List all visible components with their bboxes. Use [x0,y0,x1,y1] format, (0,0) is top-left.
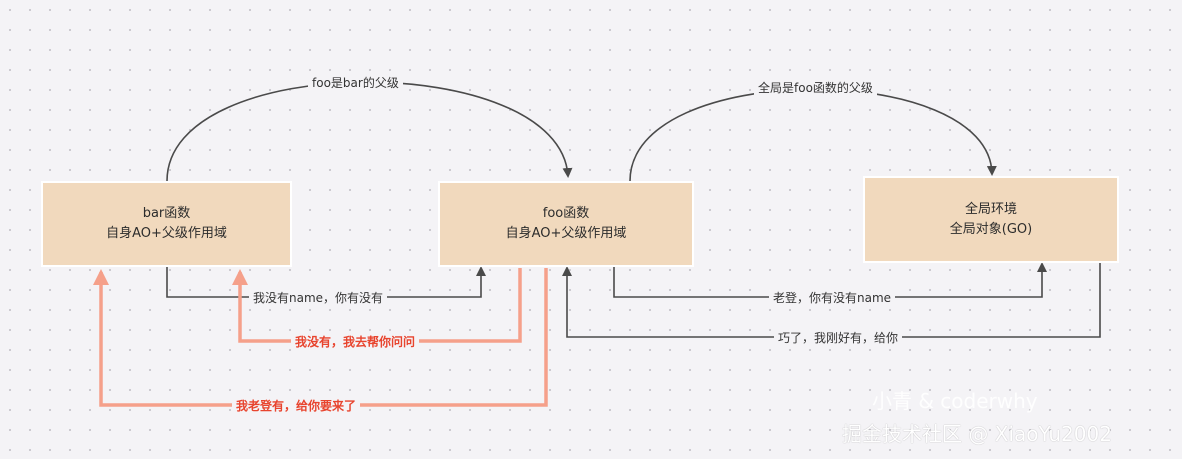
watermark-site: 掘金技术社区 @ XiaoYu2002 [842,422,1112,446]
foo-node-title: foo函数 [542,206,590,221]
label-global-parent-of-foo: 全局是foo函数的父级 [754,79,877,97]
label-foo-ask-global: 老登，你有没有name [769,289,896,307]
edge-foo-parent-of-bar [166,81,573,182]
bar-node: bar函数 自身AO+父级作用域 [41,181,292,267]
edge-global-parent-of-foo [629,88,997,182]
label-foo-give-bar: 我老登有，给你要来了 [232,397,361,415]
watermark-author: 小青 & coderwhy [872,389,1038,413]
bar-node-subtitle: 自身AO+父级作用域 [106,226,227,241]
label-global-reply-foo: 巧了，我刚好有，给你 [774,329,903,347]
label-bar-ask-foo: 我没有name，你有没有 [249,289,388,307]
foo-node-subtitle: 自身AO+父级作用域 [505,226,627,241]
foo-node: foo函数 自身AO+父级作用域 [438,181,694,267]
bar-node-title: bar函数 [142,206,191,221]
global-node-title: 全局环境 [964,201,1017,217]
label-foo-parent-of-bar: foo是bar的父级 [308,74,403,92]
label-foo-reply-bar: 我没有，我去帮你问问 [291,333,420,351]
global-node: 全局环境 全局对象(GO) [863,176,1119,263]
global-node-subtitle: 全局对象(GO) [949,221,1033,237]
